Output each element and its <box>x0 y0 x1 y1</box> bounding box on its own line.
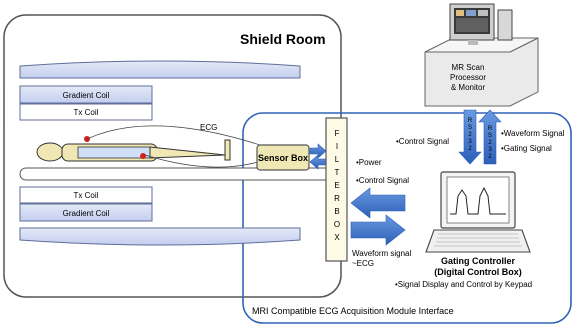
rs232-right-1: R <box>488 126 493 132</box>
rs232-right-2: S <box>488 133 492 139</box>
filter-to-sensor-arrow <box>309 154 327 170</box>
sensor-box <box>256 144 310 171</box>
controller-to-filter-arrow <box>350 187 406 219</box>
control-signal-mid-label: •Control Signal <box>356 176 409 185</box>
filter-box-label: F I L T E R B O X <box>334 129 340 242</box>
filter-letter-1: F <box>335 129 340 138</box>
bottom-gradient-coil <box>19 203 153 222</box>
filter-letter-5: E <box>334 181 339 190</box>
rs232-left-2: S <box>468 125 472 131</box>
ecg-electrode-right <box>140 153 146 159</box>
rs232-right-3: 2 <box>488 140 492 146</box>
top-tx-coil <box>19 103 153 121</box>
sensor-box-label: Sensor Box <box>258 153 308 163</box>
bottom-gradient-coil-label: Gradient Coil <box>63 209 110 218</box>
waveform-ecg-label: ~ECG <box>352 259 374 268</box>
mr-scan-computer <box>424 3 539 107</box>
module-interface-title: MRI Compatible ECG Acquisition Module In… <box>252 306 454 316</box>
filter-letter-2: I <box>336 142 338 151</box>
bottom-coil-assembly: Tx Coil Gradient Coil <box>19 186 301 246</box>
waveform-signal-label: Waveform signal <box>352 249 412 258</box>
bottom-tx-coil-label: Tx Coil <box>74 191 99 200</box>
filter-letter-8: B <box>334 207 339 216</box>
gating-controller-desc: •Signal Display and Control by Keypad <box>395 280 532 289</box>
shield-room-title: Shield Room <box>240 31 326 47</box>
top-tx-coil-label: Tx Coil <box>74 108 99 117</box>
gating-controller-laptop <box>425 171 531 253</box>
rs232-left-3: 2 <box>468 132 472 138</box>
rs232-left-1: R <box>468 118 473 124</box>
gating-signal-top-label: •Gating Signal <box>501 144 552 153</box>
mr-scan-label-1: MR Scan <box>452 63 485 72</box>
rs232-left-5: 2 <box>468 146 472 152</box>
rs232-right-5: 2 <box>488 154 492 160</box>
filter-to-controller-arrow <box>350 214 406 246</box>
ecg-lead-lower <box>144 154 259 168</box>
ecg-lead-upper <box>86 125 261 146</box>
bottom-tx-coil <box>19 186 153 204</box>
ecg-waveform-display <box>450 186 506 215</box>
ecg-label: ECG <box>200 123 217 132</box>
filter-letter-3: L <box>335 155 340 164</box>
module-interface-border <box>242 112 572 324</box>
filter-letter-6: R <box>334 194 340 203</box>
top-gradient-coil-label: Gradient Coil <box>63 91 110 100</box>
gating-controller-title: Gating Controller <box>441 256 515 266</box>
rs232-down-arrow <box>458 109 482 165</box>
power-label: •Power <box>356 158 382 167</box>
waveform-signal-top-label: •Waveform Signal <box>501 129 565 138</box>
gating-controller-subtitle: (Digital Control Box) <box>434 267 522 277</box>
top-gradient-coil <box>19 85 153 104</box>
rs232-right-4: 3 <box>488 147 492 153</box>
control-signal-top-label: •Control Signal <box>396 137 449 146</box>
filter-letter-9: O <box>334 220 340 229</box>
rs232-left-4: 3 <box>468 139 472 145</box>
mr-scan-label-3: & Monitor <box>451 83 486 92</box>
top-coil-assembly: Gradient Coil Tx Coil <box>19 60 301 121</box>
mr-scan-label-2: Processor <box>450 73 486 82</box>
sensor-to-filter-arrow <box>309 143 327 159</box>
filter-letter-4: T <box>335 168 340 177</box>
filter-letter-10: X <box>334 233 340 242</box>
rs232-up-arrow <box>478 109 502 165</box>
filter-box <box>325 117 348 262</box>
